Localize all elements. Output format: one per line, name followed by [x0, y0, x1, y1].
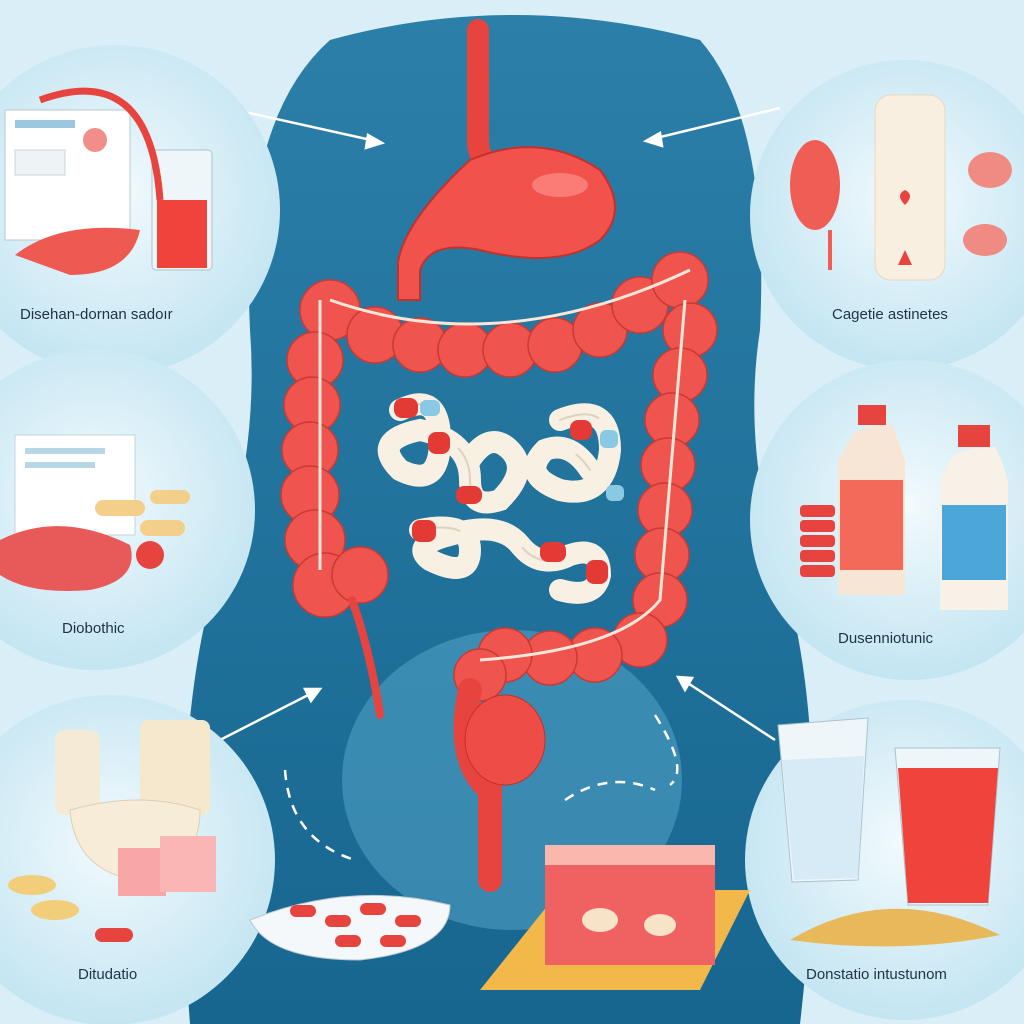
- stomach-highlight: [532, 173, 588, 197]
- sugar-cube-icon: [118, 836, 216, 896]
- appendix: [348, 596, 384, 719]
- small-organ-icon: [963, 152, 1012, 256]
- liver-icon: [15, 227, 140, 275]
- label-top-left: Disehan-dornan sadoır: [20, 306, 173, 323]
- kidney-icon: [790, 140, 840, 270]
- pill-plate-icon: [249, 894, 451, 961]
- pill-stack-icon: [800, 505, 835, 577]
- juice-glass-icon: [894, 747, 1001, 906]
- rectum-bulge: [464, 694, 546, 786]
- drink-glass-icon: [38, 87, 213, 271]
- label-top-right: Cagetie astinetes: [832, 306, 948, 323]
- pill-icon: [8, 875, 133, 942]
- jar-icon: [55, 720, 210, 815]
- label-mid-right: Dusenniotunic: [838, 630, 934, 647]
- arrow-group: [219, 106, 781, 742]
- water-glass-icon: [777, 717, 869, 883]
- water-bottle-icon: [940, 425, 1008, 610]
- grain-pile-icon: [790, 908, 1000, 947]
- food-pile-icon: [0, 526, 132, 591]
- label-bottom-right: Donstatio intustunom: [806, 966, 947, 983]
- document-icon: [14, 434, 136, 536]
- colon-centerline: [318, 268, 691, 662]
- label-bottom-left: Ditudatio: [78, 966, 138, 983]
- document-icon: [4, 109, 131, 241]
- juice-bottle-icon: [838, 405, 905, 595]
- esophagus-icon: [874, 94, 946, 281]
- label-mid-left: Diobothic: [62, 620, 125, 637]
- intestine-blue-segments: [420, 400, 624, 501]
- meat-block-icon: [480, 845, 750, 990]
- pill-icon: [95, 490, 190, 569]
- intestine-red-segments: [394, 398, 608, 584]
- dashed-arrow-group: [283, 714, 679, 862]
